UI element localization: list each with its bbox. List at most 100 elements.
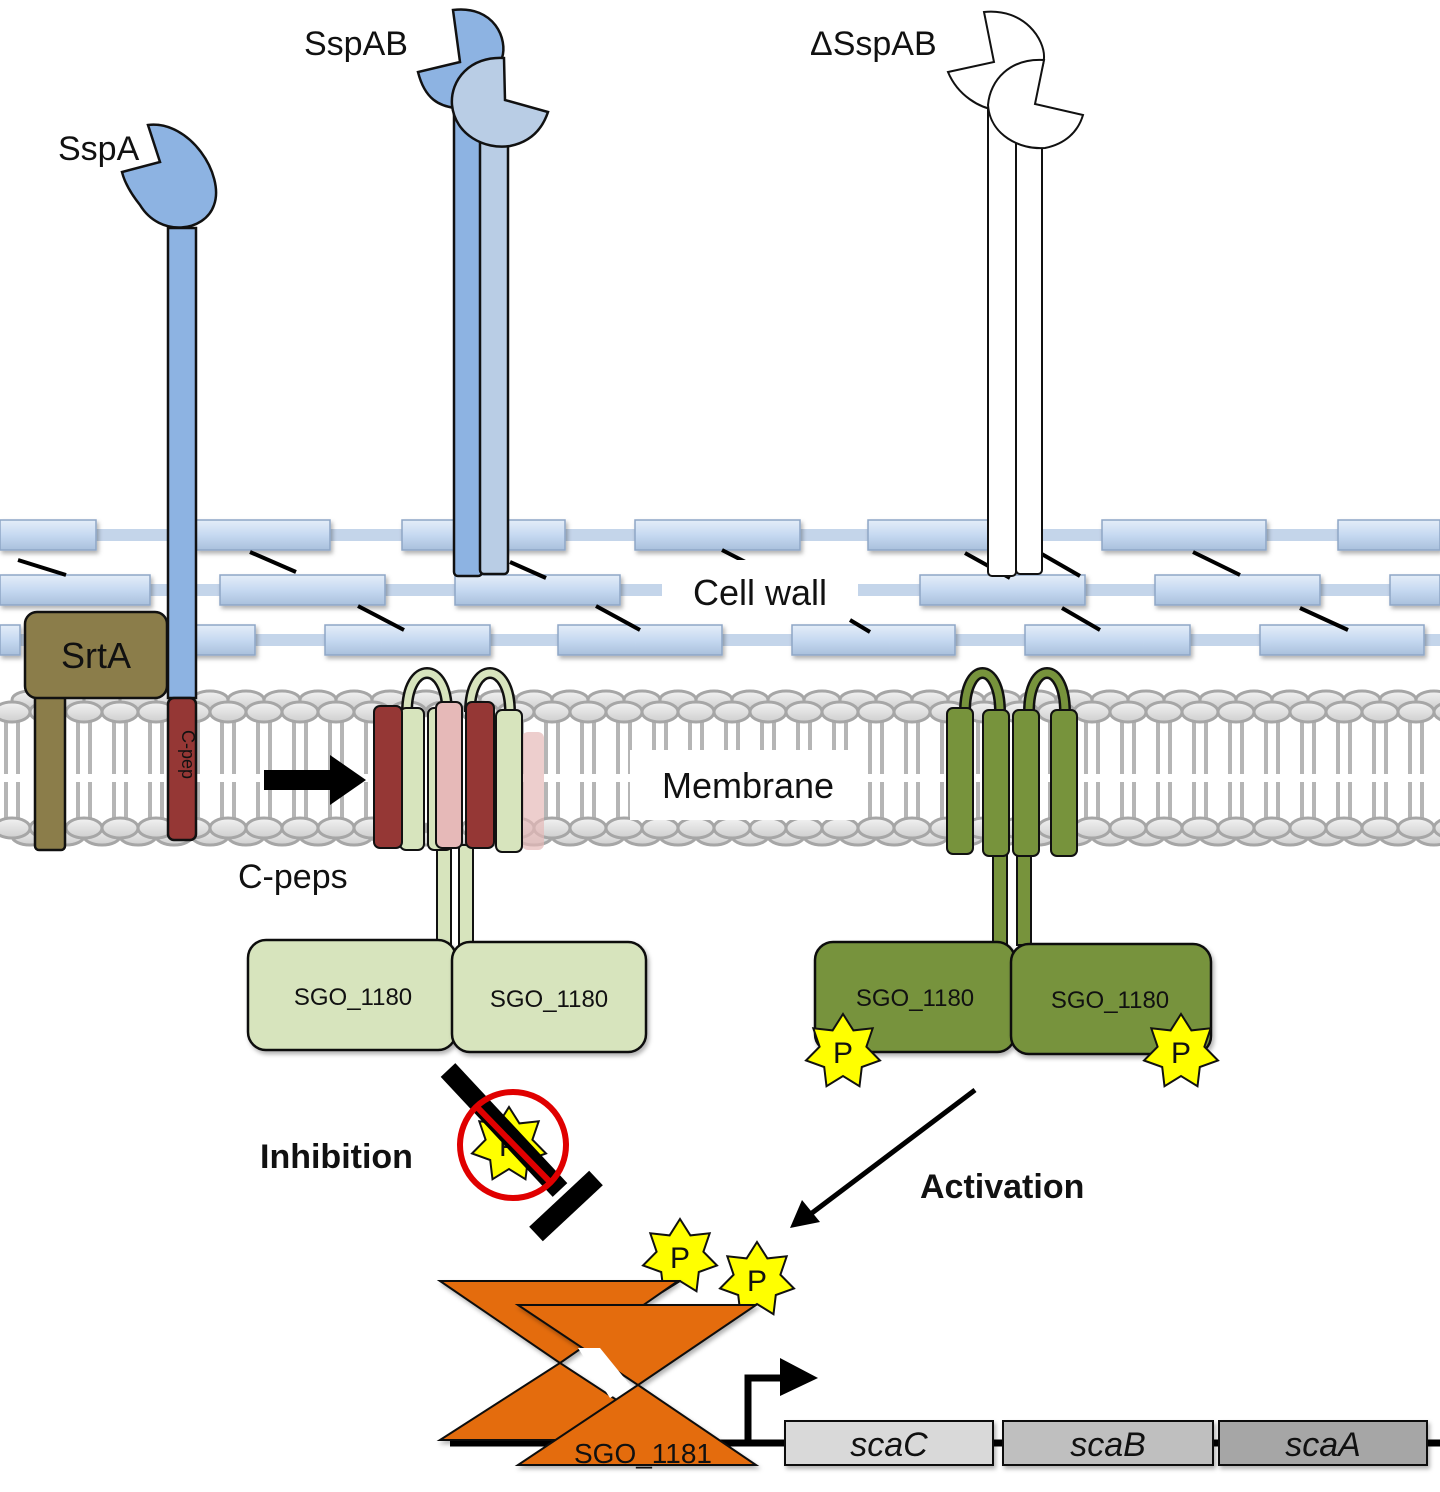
lipid-tail xyxy=(844,718,848,774)
lipid-tail xyxy=(880,718,884,774)
lipid-head xyxy=(1396,816,1436,840)
regulator-subunit xyxy=(514,1304,760,1466)
lipid-tail xyxy=(1120,718,1124,774)
delta-sspab-stalk-a xyxy=(987,99,1017,577)
promoter-arrow xyxy=(744,1374,785,1443)
gene-scaA: scaA xyxy=(1218,1420,1428,1466)
lipid-tail xyxy=(112,718,116,774)
sspab-protein xyxy=(416,8,550,578)
sensor-linker xyxy=(992,849,1008,946)
lipid-tail xyxy=(1240,718,1244,774)
glycan-block xyxy=(919,574,1086,606)
lipid-head xyxy=(604,816,644,840)
lipid-tail xyxy=(1276,718,1280,774)
cell-wall-label-box xyxy=(662,560,858,618)
glycan-block xyxy=(189,624,256,656)
gene-scaC: scaC xyxy=(784,1420,994,1466)
tm-loop xyxy=(403,669,451,713)
glycan-block xyxy=(0,519,97,551)
lipid-tail xyxy=(1384,782,1388,828)
sensor-kinase-inhibited: SGO_1180 SGO_1180 xyxy=(246,667,648,1054)
lipid-tail xyxy=(1300,718,1304,774)
lipid-tail xyxy=(364,718,368,774)
lipid-head xyxy=(1288,700,1328,724)
lipid-tail xyxy=(940,718,944,774)
gene-scaB: scaB xyxy=(1002,1420,1214,1466)
lipid-tail xyxy=(220,718,224,774)
membrane-label: Membrane xyxy=(662,765,834,806)
phosphate-label: P xyxy=(833,1037,853,1070)
lipid-tail xyxy=(1348,718,1352,774)
lipid-head xyxy=(892,700,932,724)
cpep-helix-dark xyxy=(373,705,403,849)
phosphate-group: P xyxy=(1142,1012,1220,1088)
lipid-tail xyxy=(616,782,620,828)
lipid-tail xyxy=(544,718,548,774)
lipid-tail xyxy=(1336,782,1340,828)
lipid-tail xyxy=(160,782,164,828)
phosphate-group: P xyxy=(804,1012,882,1088)
lipid-tail xyxy=(1132,718,1136,774)
lipid-head xyxy=(820,816,860,840)
gene-label: scaB xyxy=(1070,1426,1146,1464)
lipid-head xyxy=(1432,702,1440,722)
phosphate-label: P xyxy=(747,1265,767,1298)
glycan-block xyxy=(1154,574,1321,606)
lipid-head xyxy=(100,816,140,840)
lipid-tail xyxy=(772,718,776,774)
sensor-kinase-active: SGO_1180 SGO_1180 xyxy=(813,667,1213,1056)
phosphate-label: P xyxy=(670,1242,690,1275)
lipid-head xyxy=(280,700,320,724)
lipid-tail xyxy=(688,718,692,774)
phosphate-star-icon xyxy=(641,1217,719,1293)
sensor-kinase-label: SGO_1180 xyxy=(1051,987,1169,1014)
lipid-tail xyxy=(268,718,272,774)
activation-arrow-head xyxy=(790,1200,820,1228)
lipid-tail xyxy=(1096,718,1100,774)
sspa-stalk xyxy=(166,226,198,700)
lipid-head xyxy=(0,700,32,724)
glycan-block xyxy=(0,624,21,656)
lipid-tail xyxy=(1204,718,1208,774)
cpep-release-arrow xyxy=(264,755,366,805)
sensor-linker xyxy=(458,844,474,946)
sensor-linker xyxy=(436,844,452,946)
peptide-crosslink xyxy=(595,604,641,632)
lipid-tail xyxy=(628,718,632,774)
cpep-helix-pink xyxy=(435,701,463,849)
sspa-cpep-anchor xyxy=(166,696,198,842)
lipid-head xyxy=(1324,700,1364,724)
lipid-head xyxy=(1144,700,1184,724)
sensor-tm-helix xyxy=(946,707,974,855)
lipid-tail xyxy=(232,782,236,828)
lipid-head xyxy=(316,700,356,724)
lipid-tail xyxy=(976,782,980,828)
sensor-kinase-label: SGO_1180 xyxy=(294,984,412,1011)
lipid-tail xyxy=(904,718,908,774)
sspab-stalk-a xyxy=(452,98,484,578)
lipid-head xyxy=(208,700,248,724)
lipid-tail xyxy=(1156,782,1160,828)
lipid-tail xyxy=(88,718,92,774)
lipid-head xyxy=(1180,700,1220,724)
membrane-label-box xyxy=(630,750,862,820)
lipid-tail xyxy=(940,782,944,828)
lipid-head xyxy=(64,700,104,724)
lipid-head xyxy=(244,700,284,724)
glycan-block xyxy=(324,624,491,656)
lipid-head xyxy=(640,816,680,840)
sensor-tm-helix xyxy=(1012,709,1040,857)
sspa-head xyxy=(120,123,218,229)
lipid-tail xyxy=(736,718,740,774)
inhibition-symbol xyxy=(440,1063,603,1242)
lipid-tail xyxy=(868,718,872,774)
gene-box xyxy=(1218,1420,1428,1466)
lipid-tail xyxy=(880,782,884,828)
cpep-helix-dark xyxy=(465,701,495,849)
lipid-head xyxy=(1144,816,1184,840)
lipid-tail xyxy=(76,782,80,828)
lipid-head xyxy=(1108,816,1148,840)
lipid-tail xyxy=(292,782,296,828)
prohibition-circle xyxy=(457,1089,569,1201)
lipid-head xyxy=(64,816,104,840)
